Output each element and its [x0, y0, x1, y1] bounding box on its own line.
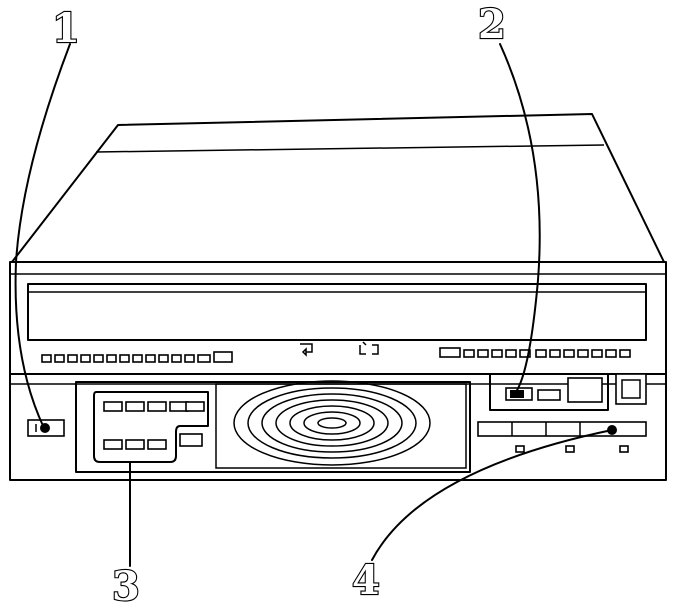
callout-1: 1 [52, 5, 80, 52]
device-front-panel [9, 373, 667, 481]
device-upper-body [9, 261, 667, 375]
right-controls [489, 373, 647, 411]
right-indicator-row [439, 347, 631, 358]
left-indicator-row [41, 351, 233, 363]
device-lid [11, 113, 665, 263]
lower-button-strip [477, 421, 647, 453]
center-symbols [300, 341, 379, 357]
callout-3: 3 [112, 563, 140, 609]
disc-slot [27, 283, 647, 341]
leader-lines [14, 43, 613, 567]
callout-2: 2 [478, 1, 506, 48]
button-panel [93, 391, 209, 463]
speaker-grille [215, 380, 467, 469]
callout-4: 4 [352, 557, 380, 604]
left-jack [27, 419, 65, 437]
center-panel [75, 381, 471, 473]
display-window [489, 373, 609, 411]
